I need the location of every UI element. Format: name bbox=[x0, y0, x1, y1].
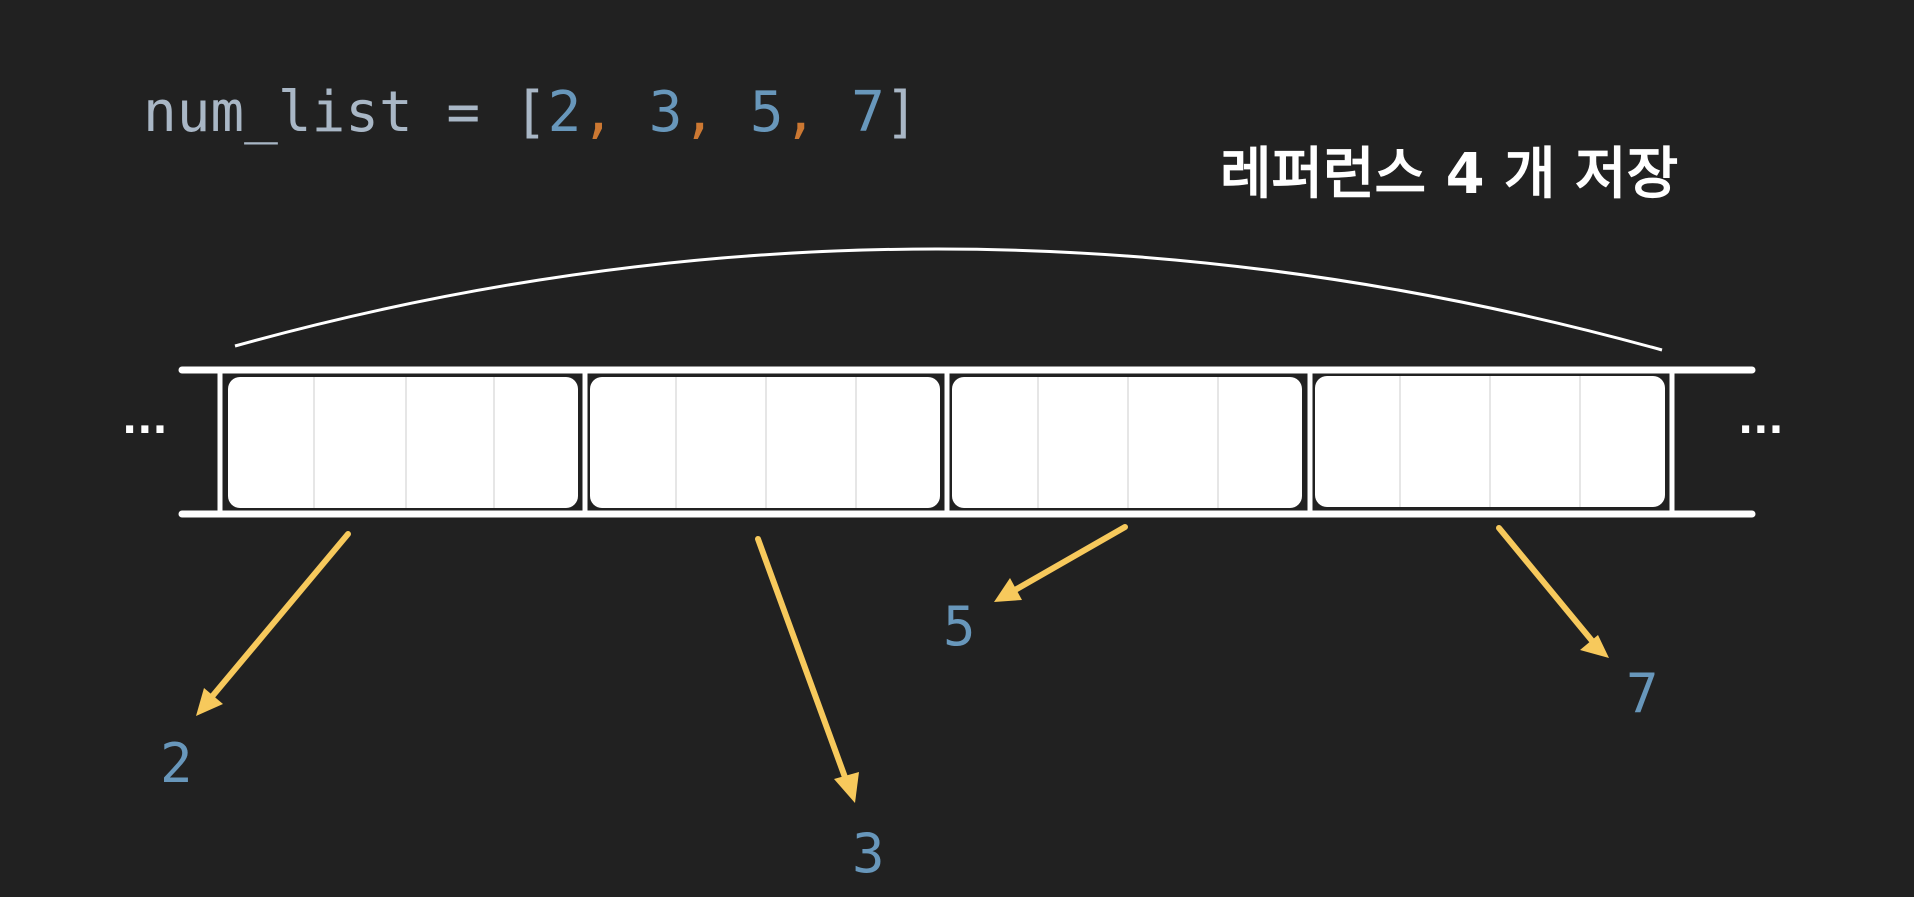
code-comma: , bbox=[783, 80, 852, 145]
value-label-5: 5 bbox=[943, 595, 976, 658]
code-comma: , bbox=[581, 80, 649, 145]
code-variable: num_list bbox=[143, 80, 413, 145]
reference-arrow-to-7 bbox=[1496, 525, 1609, 658]
code-line: num_list = [2, 3, 5, 7] bbox=[143, 78, 919, 148]
value-label-2: 2 bbox=[160, 732, 193, 795]
reference-slot bbox=[228, 377, 578, 508]
byte-dividers bbox=[313, 376, 1581, 508]
ellipsis-left: ··· bbox=[122, 407, 168, 453]
code-comma: , bbox=[682, 80, 750, 145]
code-value-5: 5 bbox=[749, 80, 784, 145]
code-value-3: 3 bbox=[648, 80, 683, 145]
reference-arrow-to-2 bbox=[196, 531, 351, 716]
reference-count-caption: 레퍼런스 4 개 저장 bbox=[1220, 142, 1679, 207]
ellipsis-right: ··· bbox=[1738, 407, 1784, 453]
reference-arrow-to-3 bbox=[755, 536, 859, 803]
value-label-7: 7 bbox=[1626, 662, 1659, 725]
code-value-7: 7 bbox=[851, 80, 885, 145]
code-close-bracket: ] bbox=[884, 80, 919, 145]
reference-arrow-to-5 bbox=[994, 524, 1128, 602]
code-operator: = bbox=[412, 80, 514, 145]
group-brace-arc bbox=[234, 247, 1663, 352]
code-open-bracket: [ bbox=[513, 80, 548, 145]
code-value-2: 2 bbox=[547, 80, 582, 145]
value-label-3: 3 bbox=[852, 822, 885, 885]
